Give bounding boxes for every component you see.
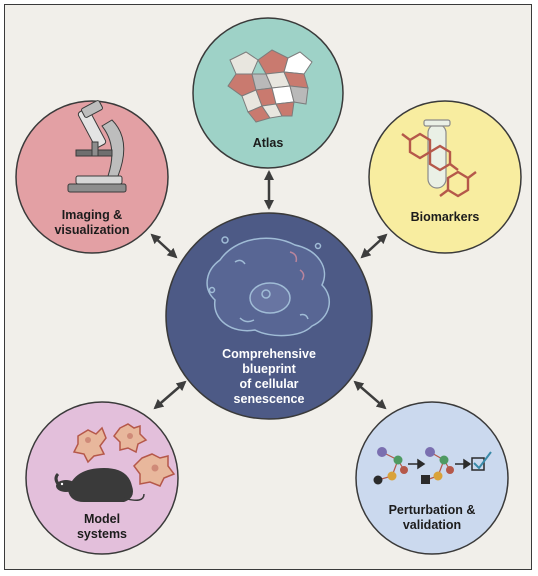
test-tube-molecule-icon [401,119,477,198]
imaging-label: Imaging & visualization [54,208,130,237]
senescent-cell-icon [206,236,331,337]
center-label: Comprehensive blueprint of cellular sene… [222,347,316,406]
biomarkers-label: Biomarkers [410,210,480,224]
network-graph-icon [373,447,492,485]
model-label: Model systems [76,512,128,541]
arrow-center-model [153,380,187,410]
arrow-center-perturbation [353,380,387,410]
arrow-center-biomarkers [360,233,388,259]
mouse-and-cells-icon [54,423,176,502]
atlas-label: Atlas [252,136,284,150]
arrow-center-imaging [150,233,178,259]
perturbation-label: Perturbation & validation [388,503,476,532]
microscope-icon [67,100,127,193]
cell-mosaic-icon [227,49,313,123]
